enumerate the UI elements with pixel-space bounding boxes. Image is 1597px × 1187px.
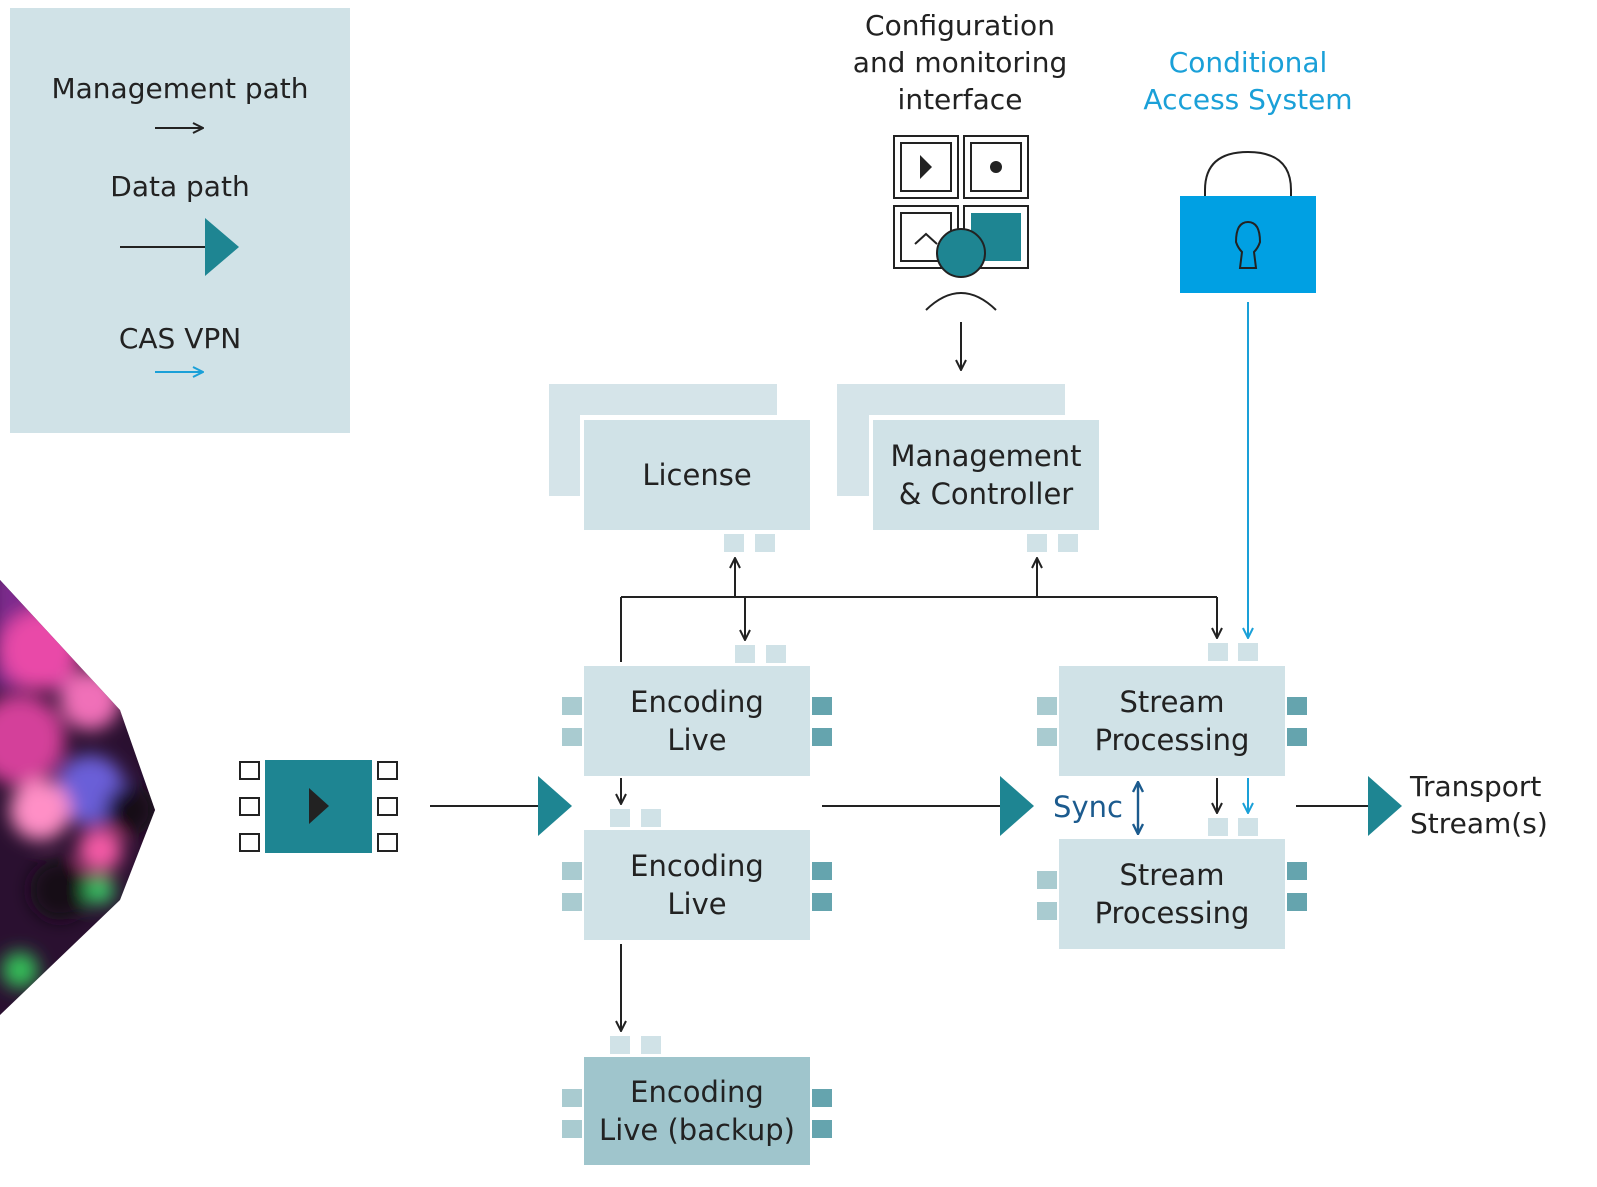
output-ports [812,697,1307,1138]
padlock-icon [1180,150,1316,293]
blurred-photo-corner [0,580,155,1015]
management-bus [621,558,1217,1031]
legend-data-label: Data path [110,170,250,203]
license-box: License [584,420,810,530]
legend-cas-label: CAS VPN [118,322,242,355]
legend-panel: Management path Data path CAS VPN [10,8,350,433]
management-controller-box: Management & Controller [873,420,1099,530]
legend-management-label: Management path [51,72,309,105]
sync-label: Sync [1053,790,1123,824]
input-ports [562,697,1057,1138]
console-operator-icon [893,135,1029,311]
ports [610,534,1258,1054]
cas-label: Conditional Access System [1143,46,1353,116]
config-interface-label: Configuration and monitoring interface [852,9,1068,116]
legend-data-arrow [120,218,239,276]
data-path-arrows [430,776,1402,836]
film-play-icon [239,760,398,853]
transport-stream-label: Transport Stream(s) [1410,770,1548,840]
